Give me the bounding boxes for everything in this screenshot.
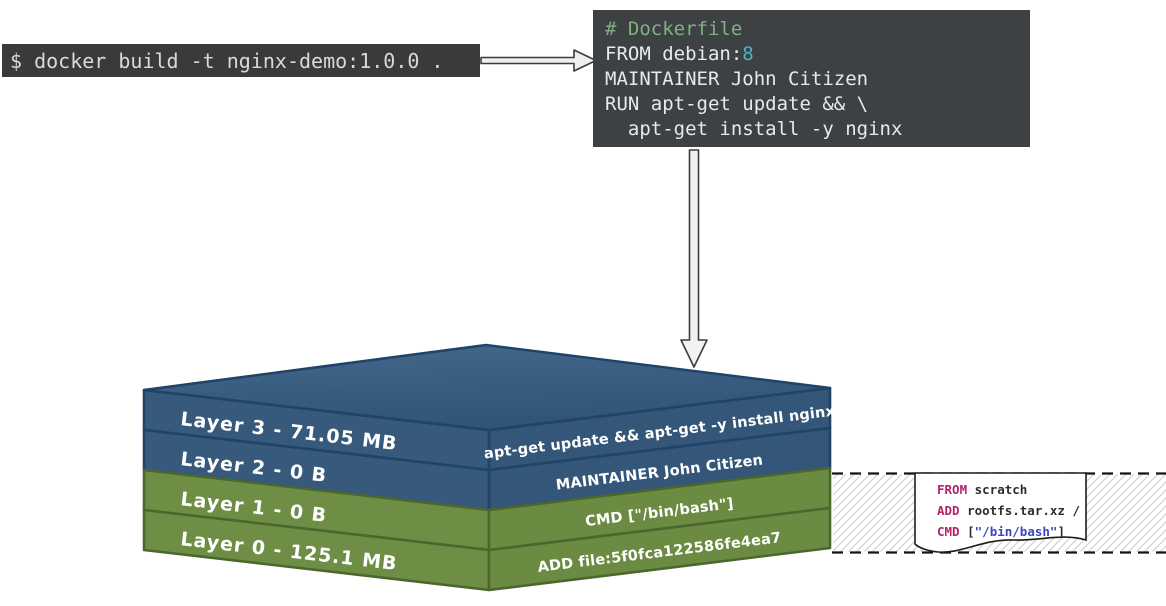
stack-top-face xyxy=(142,343,832,432)
base-cmd-line: CMD ["/bin/bash"] xyxy=(937,521,1097,542)
arrow-down-icon xyxy=(680,149,708,368)
base-from-rest: scratch xyxy=(967,482,1028,497)
base-dockerfile-document xyxy=(914,472,1087,553)
dockerfile-comment: # Dockerfile xyxy=(605,18,743,40)
base-from-line: FROM scratch xyxy=(937,479,1097,500)
base-add-line: ADD rootfs.tar.xz / xyxy=(937,500,1097,521)
terminal-command-box: $ docker build -t nginx-demo:1.0.0 . xyxy=(2,44,480,77)
dockerfile-run-line1: RUN apt-get update && \ xyxy=(605,93,869,115)
base-dockerfile-code: FROM scratch ADD rootfs.tar.xz / CMD ["/… xyxy=(937,479,1097,542)
image-layer-stack: Layer 3 - 71.05 MB Layer 2 - 0 B Layer 1… xyxy=(142,343,836,592)
base-from-keyword: FROM xyxy=(937,482,968,497)
base-cmd-keyword: CMD xyxy=(937,524,960,539)
base-cmd-close: ] xyxy=(1057,524,1065,539)
layer0-right-face xyxy=(487,506,832,592)
base-image-band xyxy=(832,472,1166,554)
arrow-right-icon xyxy=(480,49,597,72)
dockerfile-run-line2: apt-get install -y nginx xyxy=(605,118,903,140)
dockerfile-code-box: # Dockerfile FROM debian:8 MAINTAINER Jo… xyxy=(593,10,1030,147)
dockerfile-comment-line: # Dockerfile xyxy=(605,17,1030,42)
from-tag: 8 xyxy=(742,43,754,65)
base-cmd-string: "/bin/bash" xyxy=(974,524,1058,539)
dockerfile-maintainer-line: MAINTAINER John Citizen xyxy=(605,68,869,90)
base-cmd-open: [ xyxy=(959,524,975,539)
terminal-command-text: $ docker build -t nginx-demo:1.0.0 . xyxy=(10,48,444,73)
base-add-keyword: ADD xyxy=(937,503,960,518)
from-instruction: FROM debian: xyxy=(605,43,743,65)
base-add-rest: rootfs.tar.xz / xyxy=(959,503,1080,518)
dockerfile-from-line: FROM debian:8 xyxy=(605,42,1030,67)
